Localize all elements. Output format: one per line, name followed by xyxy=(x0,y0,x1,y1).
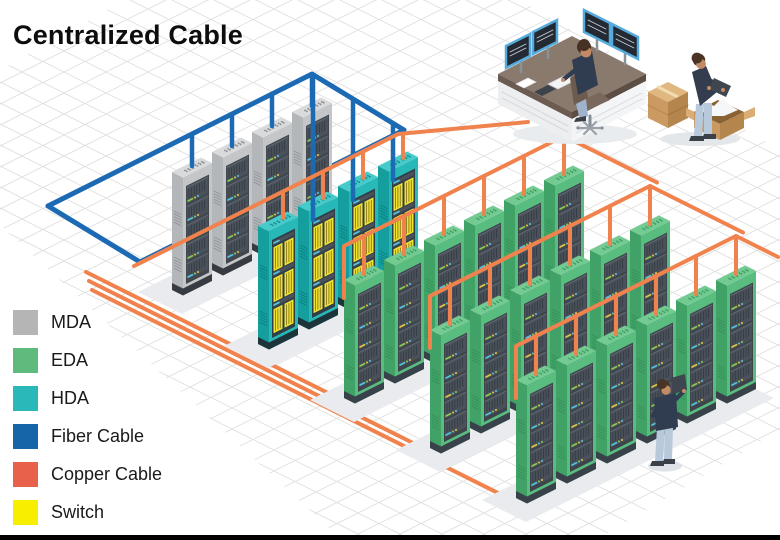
legend-label: EDA xyxy=(51,350,89,370)
worker-unpacking xyxy=(689,52,731,141)
switch-swatch xyxy=(13,500,38,525)
bottom-border xyxy=(0,535,780,540)
legend-item-mda: MDA xyxy=(13,310,162,335)
legend-label: HDA xyxy=(51,388,90,408)
technician-at-rack xyxy=(648,374,687,472)
copper-rail-eda-1 xyxy=(342,134,659,300)
legend-item-hda: HDA xyxy=(13,386,162,411)
copper-cable-swatch xyxy=(13,462,38,487)
legend-item-fiber: Fiber Cable xyxy=(13,424,162,449)
legend-item-eda: EDA xyxy=(13,348,162,373)
operator xyxy=(561,39,610,136)
eda-swatch xyxy=(13,348,38,373)
legend-label: Fiber Cable xyxy=(51,426,145,446)
page-title: Centralized Cable xyxy=(13,20,243,50)
legend-item-switch: Switch xyxy=(13,500,162,525)
legend: MDA EDA HDA Fiber Cable Copper Cable Swi… xyxy=(13,310,162,538)
mda-swatch xyxy=(13,310,38,335)
fiber-hda-posts xyxy=(310,72,396,223)
hda-swatch xyxy=(13,386,38,411)
copper-rail-eda-2 xyxy=(428,184,745,350)
legend-item-copper: Copper Cable xyxy=(13,462,162,487)
copper-console-rail xyxy=(132,120,530,268)
legend-label: Switch xyxy=(51,502,105,522)
fiber-cable-swatch xyxy=(13,424,38,449)
legend-label: Copper Cable xyxy=(51,464,163,484)
copper-rail-eda-3 xyxy=(514,234,780,400)
legend-label: MDA xyxy=(51,312,91,332)
